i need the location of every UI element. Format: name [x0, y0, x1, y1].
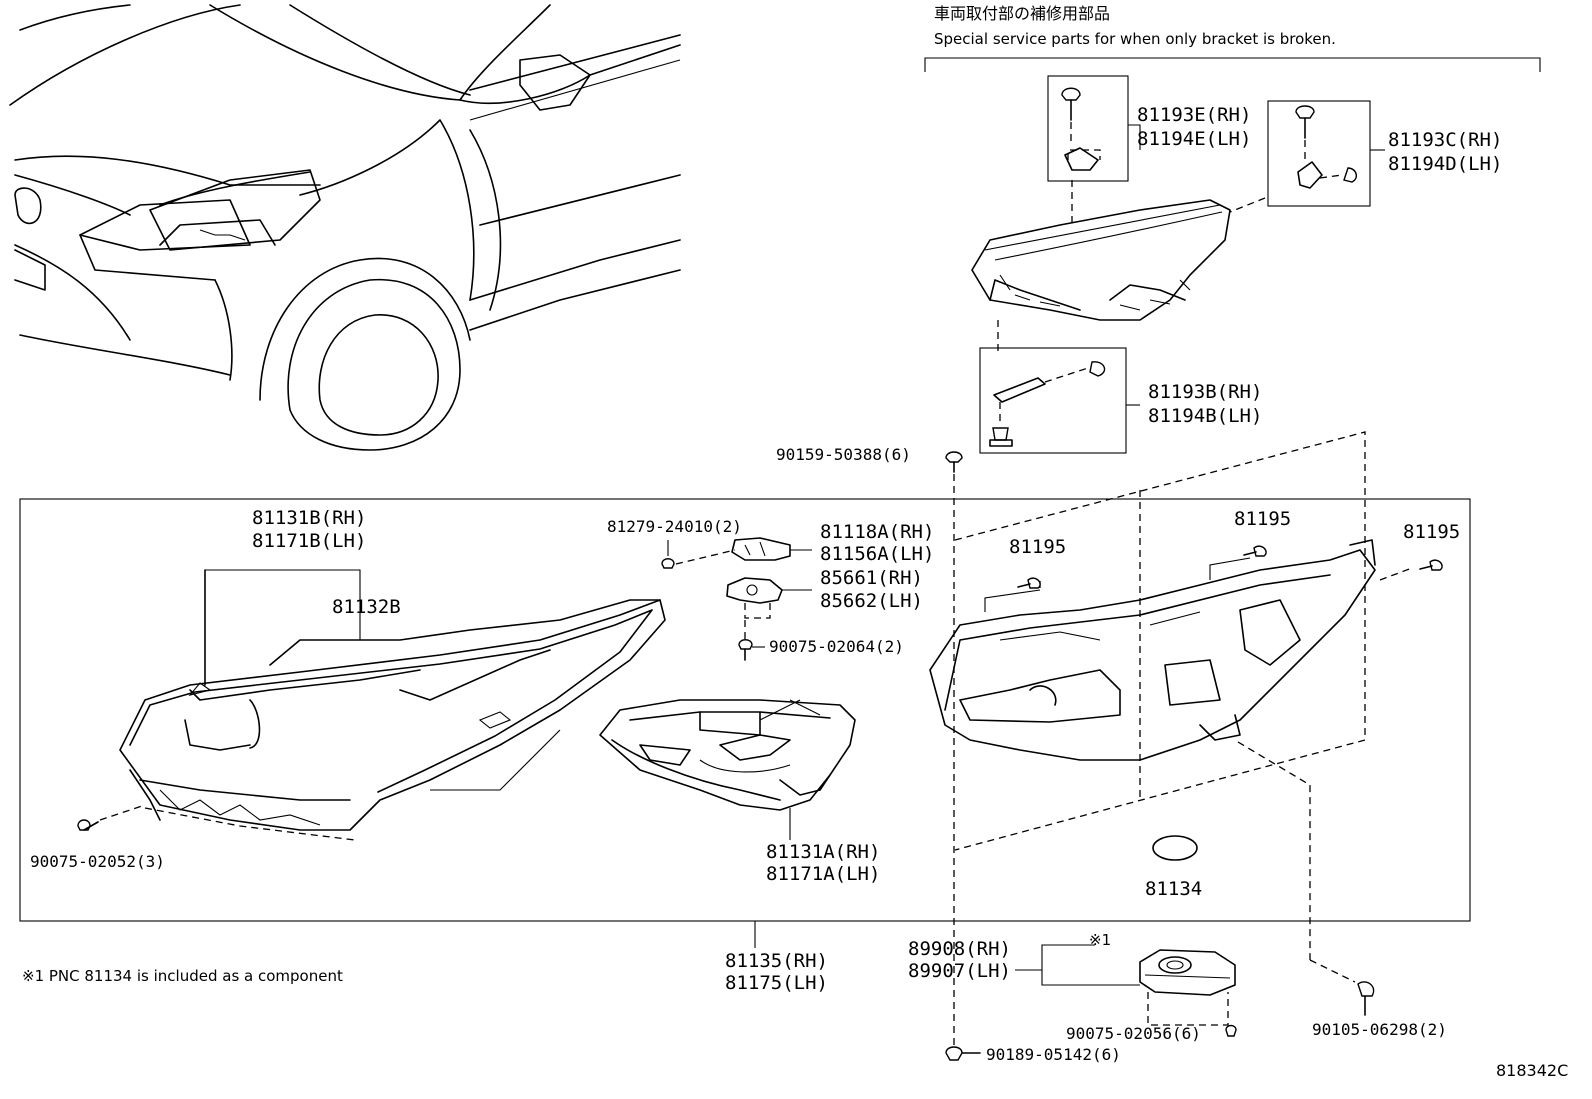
label-81135-rh: 81135(RH) — [725, 950, 828, 972]
screw-81195-a — [1017, 577, 1041, 589]
header-en-title: Special service parts for when only brac… — [934, 30, 1336, 48]
label-90159-50388: 90159-50388(6) — [776, 445, 911, 464]
label-90105-06298: 90105-06298(2) — [1312, 1020, 1447, 1039]
label-81134: 81134 — [1145, 878, 1203, 900]
footnote: ※1 PNC 81134 is included as a component — [22, 967, 343, 985]
service-parts-bracket-line — [924, 57, 1541, 72]
label-81156A-lh: 81156A(LH) — [820, 543, 935, 565]
label-81194D-lh: 81194D(LH) — [1388, 153, 1503, 175]
label-81193B-rh: 81193B(RH) — [1148, 381, 1263, 403]
bracket-kit-81193C — [1267, 100, 1371, 207]
label-81279-24010: 81279-24010(2) — [607, 517, 742, 536]
bolt-90105 — [1309, 959, 1375, 1016]
bracket-kit-81193B — [979, 347, 1127, 454]
o-ring-81134 — [1152, 835, 1198, 861]
label-81193C-rh: 81193C(RH) — [1388, 129, 1503, 151]
label-81132B: 81132B — [332, 596, 401, 618]
bolt-90159 — [945, 451, 963, 1055]
diagram-code: 818342C — [1496, 1061, 1569, 1080]
label-90075-02052: 90075-02052(3) — [30, 852, 165, 871]
label-89907-lh: 89907(LH) — [908, 960, 1011, 982]
label-81171B-lh: 81171B(LH) — [252, 530, 367, 552]
label-81118A-rh: 81118A(RH) — [820, 521, 935, 543]
label-90075-02064: 90075-02064(2) — [769, 637, 904, 656]
label-90075-02056: 90075-02056(6) — [1066, 1024, 1201, 1043]
label-85661-rh: 85661(RH) — [820, 567, 923, 589]
lens-assembly-81132B — [119, 569, 666, 831]
screw-81195-c — [1419, 559, 1443, 571]
headlamp-service-view — [971, 180, 1266, 355]
ballast-89908 — [1015, 944, 1237, 1037]
label-81175-lh: 81175(LH) — [725, 972, 828, 994]
label-90189-05142: 90189-05142(6) — [986, 1045, 1121, 1064]
bracket-81118A — [661, 537, 812, 569]
vehicle-illustration — [9, 4, 681, 451]
label-81195-c: 81195 — [1403, 521, 1461, 543]
bracket-kit-81193E — [1047, 75, 1129, 182]
label-81131A-rh: 81131A(RH) — [766, 841, 881, 863]
assembly-81135-box — [19, 498, 1471, 922]
screw-90075-02052 — [77, 804, 356, 841]
label-81194E-lh: 81194E(LH) — [1137, 128, 1252, 150]
label-81171A-lh: 81171A(LH) — [766, 863, 881, 885]
bolt-90189 — [945, 1046, 981, 1061]
screw-81195-b — [1243, 545, 1267, 557]
housing-bracket-81195 — [929, 431, 1413, 960]
header-jp-title: 車両取付部の補修用部品 — [934, 4, 1111, 23]
label-81195-a: 81195 — [1009, 536, 1067, 558]
footnote-marker: ※1 — [1089, 931, 1112, 949]
bracket-85661 — [726, 577, 812, 661]
housing-81131A — [599, 699, 856, 840]
label-89908-rh: 89908(RH) — [908, 938, 1011, 960]
label-81193E-rh: 81193E(RH) — [1137, 104, 1252, 126]
label-81131B-rh: 81131B(RH) — [252, 507, 367, 529]
leader-81193E — [1128, 124, 1141, 150]
label-81195-b: 81195 — [1234, 508, 1292, 530]
label-85662-lh: 85662(LH) — [820, 590, 923, 612]
label-81194B-lh: 81194B(LH) — [1148, 405, 1263, 427]
